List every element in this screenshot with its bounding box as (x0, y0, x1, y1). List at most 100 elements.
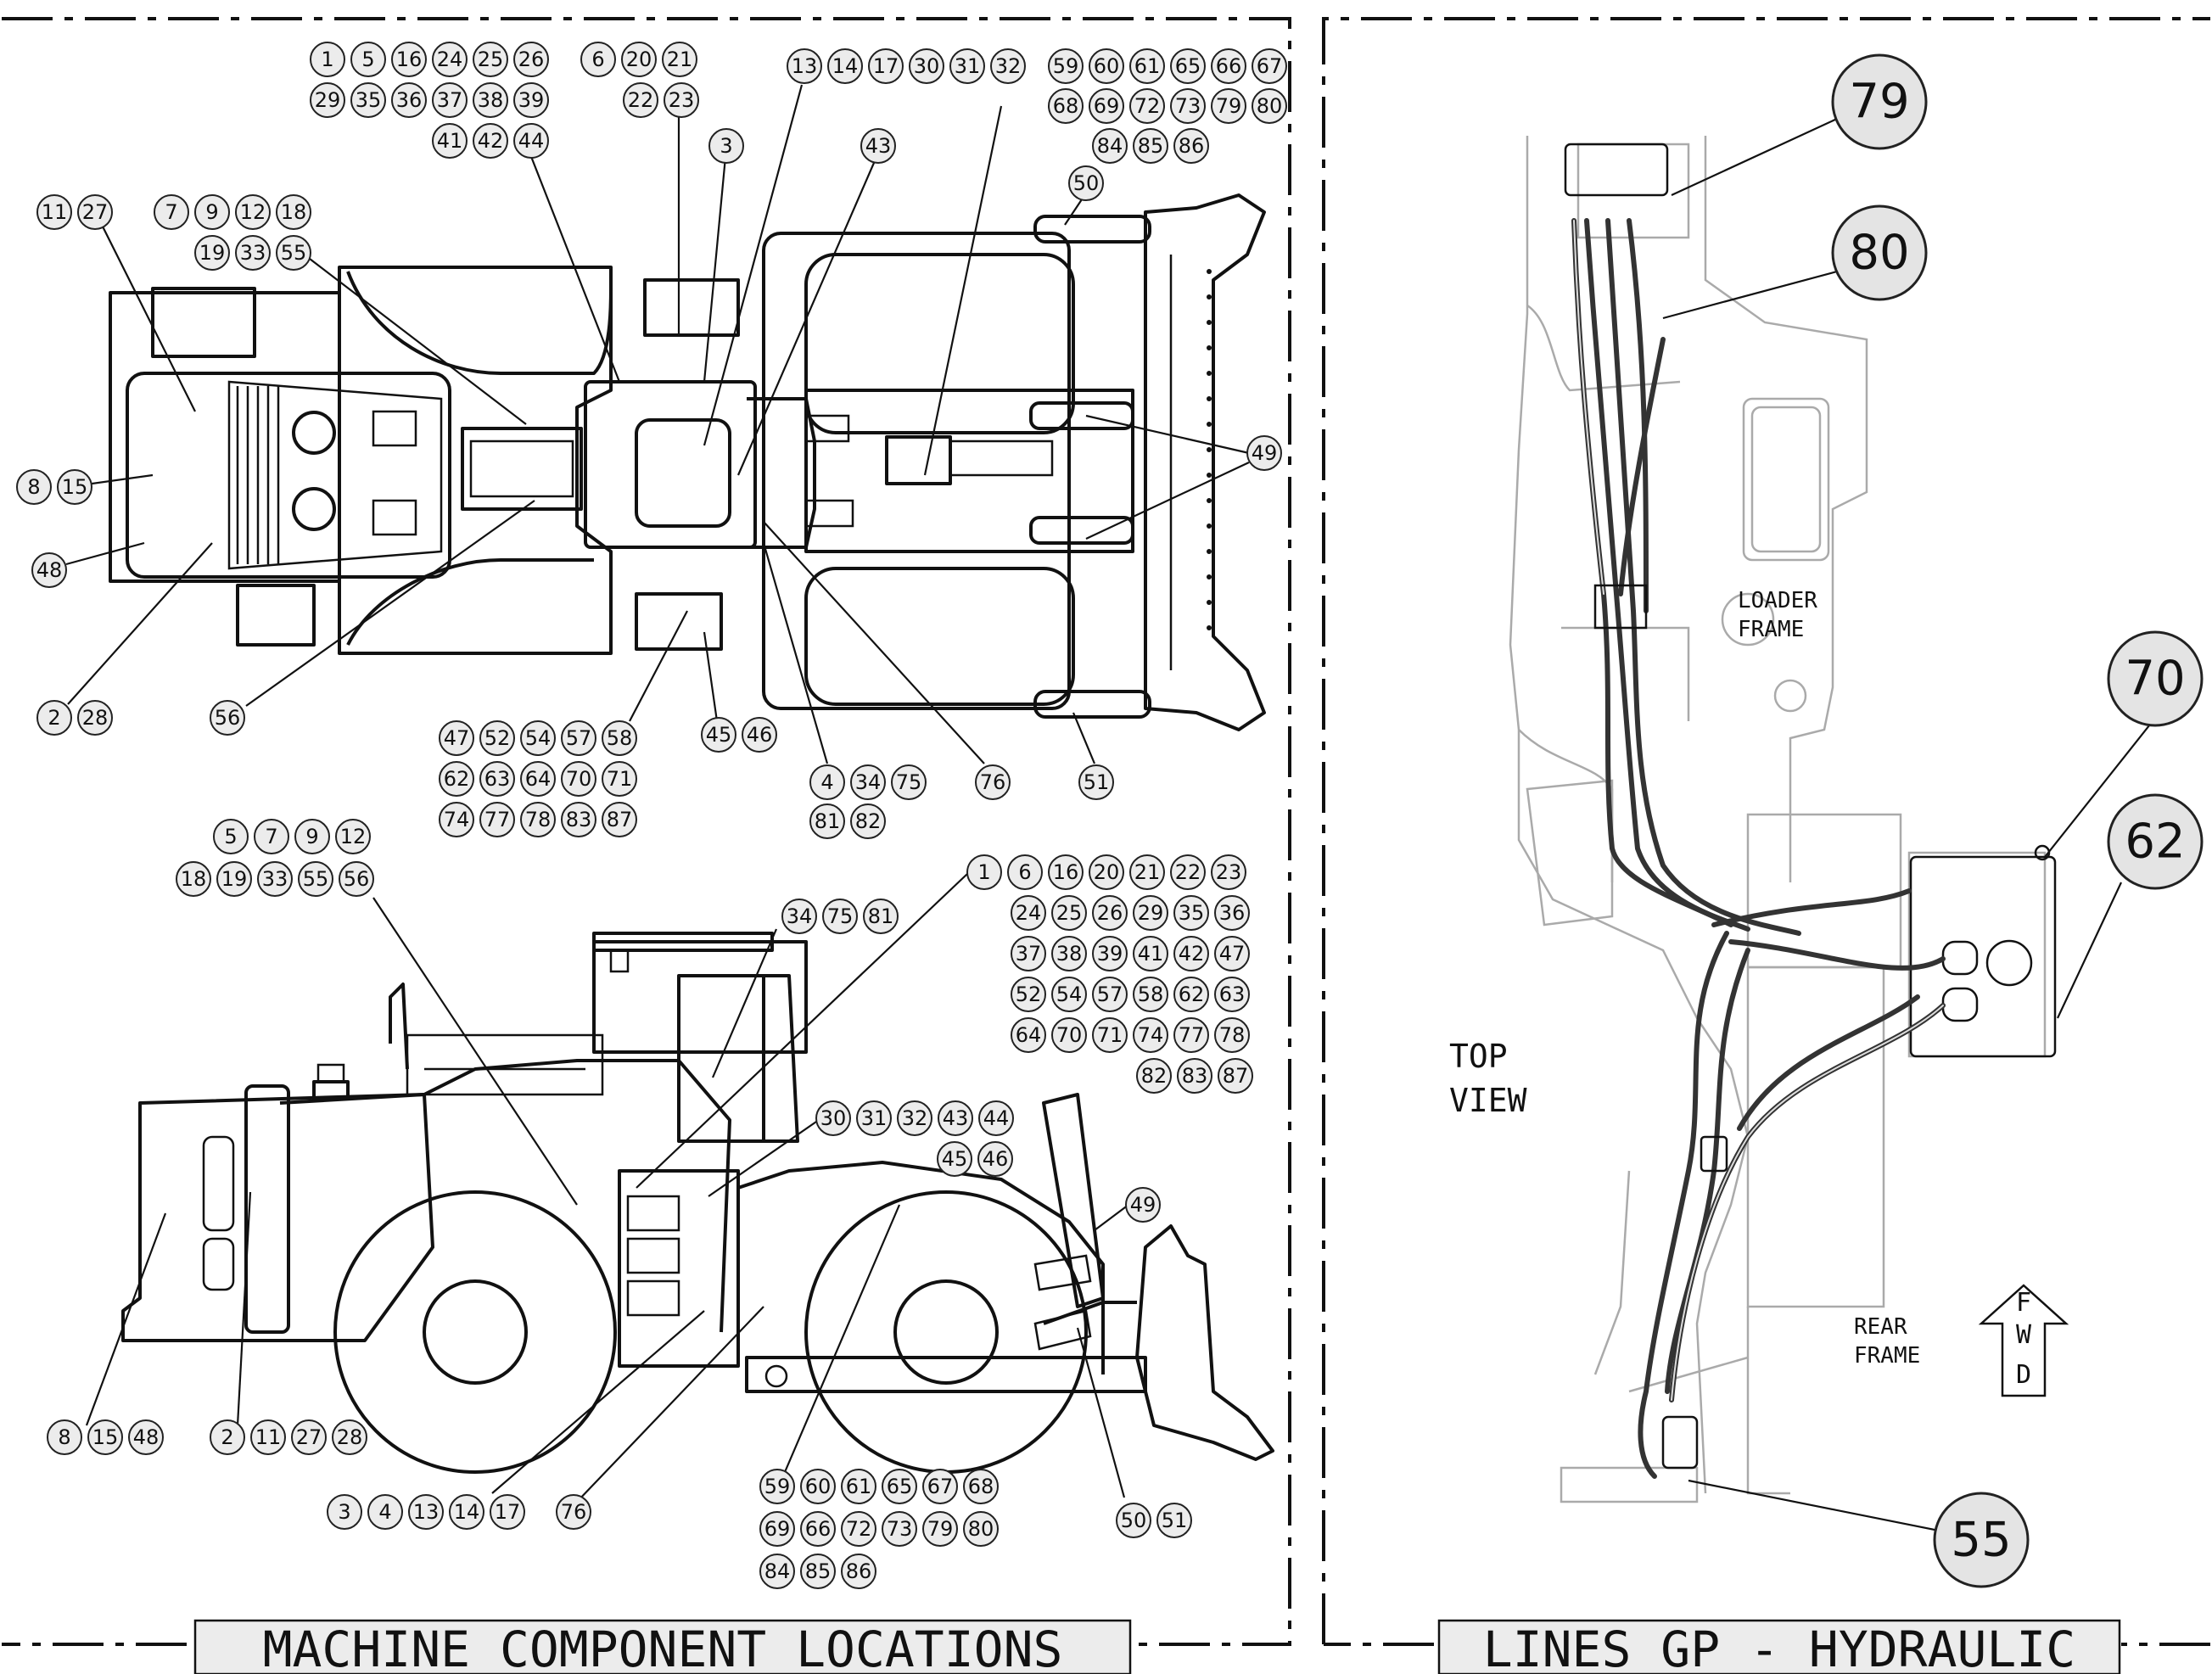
top-callout-18: 18 (276, 194, 311, 230)
hydraulic-callout-label: 79 (1849, 75, 1909, 130)
side-callout-label: 56 (344, 867, 370, 891)
top-callout-label: 11 (42, 200, 68, 224)
top-callout-label: 43 (865, 134, 892, 158)
top-callout-label: 33 (240, 241, 266, 265)
side-callout-63: 63 (1214, 977, 1250, 1012)
side-callout-label: 49 (1130, 1193, 1156, 1217)
side-callout-68: 68 (963, 1469, 999, 1504)
top-callout-label: 77 (484, 808, 511, 831)
top-callout-72: 72 (1129, 88, 1165, 124)
top-callout-63: 63 (479, 761, 515, 797)
side-callout-label: 51 (1162, 1509, 1188, 1532)
top-callout-label: 16 (396, 48, 423, 71)
top-callout-label: 52 (484, 726, 511, 750)
top-callout-label: 86 (1179, 134, 1205, 158)
left-panel-border (2, 17, 1291, 1646)
top-callout-59: 59 (1048, 48, 1084, 84)
side-callout-label: 30 (820, 1106, 847, 1130)
top-callout-54: 54 (520, 720, 556, 756)
side-callout-45: 45 (937, 1141, 972, 1177)
top-callout-16: 16 (391, 42, 427, 77)
top-callout-7: 7 (154, 194, 189, 230)
side-callout-51: 51 (1156, 1503, 1192, 1538)
top-callout-label: 31 (955, 54, 981, 78)
top-callout-57: 57 (561, 720, 596, 756)
side-callout-label: 27 (296, 1425, 322, 1449)
side-callout-label: 25 (1056, 901, 1083, 925)
top-callout-3: 3 (708, 128, 744, 164)
side-callout-25: 25 (1051, 895, 1087, 931)
side-callout-74: 74 (1133, 1017, 1168, 1053)
side-callout-64: 64 (1011, 1017, 1046, 1053)
hydraulic-callout-70: 70 (2107, 630, 2204, 727)
top-callout-label: 37 (437, 88, 463, 112)
side-callout-70: 70 (1051, 1017, 1087, 1053)
machine-side-view (121, 932, 1274, 1474)
side-callout-label: 41 (1138, 942, 1164, 966)
side-callout-5: 5 (213, 819, 249, 854)
side-callout-label: 57 (1097, 983, 1123, 1006)
side-callout-27: 27 (291, 1419, 327, 1455)
top-callout-label: 42 (478, 129, 504, 153)
top-callout-58: 58 (602, 720, 637, 756)
side-callout-label: 78 (1219, 1023, 1246, 1047)
side-callout-76: 76 (556, 1494, 591, 1530)
top-callout-83: 83 (561, 802, 596, 837)
side-callout-label: 72 (846, 1517, 872, 1541)
side-callout-label: 33 (262, 867, 288, 891)
top-callout-76: 76 (975, 764, 1011, 800)
top-callout-12: 12 (235, 194, 271, 230)
side-callout-label: 2 (221, 1425, 233, 1449)
top-callout-84: 84 (1092, 128, 1128, 164)
side-callout-86: 86 (841, 1554, 876, 1589)
side-callout-58: 58 (1133, 977, 1168, 1012)
side-callout-label: 64 (1016, 1023, 1042, 1047)
side-callout-label: 44 (983, 1106, 1010, 1130)
side-callout-16: 16 (1048, 854, 1084, 890)
top-callout-label: 75 (896, 770, 922, 794)
side-callout-label: 3 (338, 1500, 350, 1524)
top-callout-label: 61 (1134, 54, 1161, 78)
side-callout-87: 87 (1218, 1058, 1253, 1094)
top-callout-label: 29 (315, 88, 341, 112)
side-callout-label: 75 (827, 904, 854, 928)
side-callout-44: 44 (978, 1100, 1014, 1136)
side-callout-81: 81 (863, 899, 899, 934)
side-callout-label: 86 (846, 1559, 872, 1583)
top-callout-label: 58 (607, 726, 633, 750)
side-callout-69: 69 (759, 1511, 795, 1547)
side-callout-label: 4 (378, 1500, 391, 1524)
side-callout-label: 83 (1182, 1064, 1208, 1088)
side-callout-label: 73 (887, 1517, 913, 1541)
side-callout-49: 49 (1125, 1187, 1161, 1223)
side-callout-label: 63 (1219, 983, 1246, 1006)
top-callout-67: 67 (1252, 48, 1287, 84)
top-callout-label: 48 (36, 558, 63, 582)
side-callout-label: 26 (1097, 901, 1123, 925)
side-callout-21: 21 (1129, 854, 1165, 890)
top-callout-26: 26 (513, 42, 549, 77)
top-callout-label: 12 (240, 200, 266, 224)
rear-frame-line-1: REAR (1854, 1314, 1907, 1340)
side-callout-37: 37 (1011, 936, 1046, 971)
side-callout-label: 24 (1016, 901, 1042, 925)
top-callout-label: 83 (566, 808, 592, 831)
side-callout-50: 50 (1116, 1503, 1151, 1538)
hydraulic-callout-label: 70 (2125, 652, 2185, 707)
top-callout-17: 17 (868, 48, 904, 84)
top-callout-label: 62 (444, 767, 470, 791)
top-callout-44: 44 (513, 123, 549, 159)
loader-frame-line-2: FRAME (1738, 617, 1804, 642)
top-callout-62: 62 (439, 761, 474, 797)
top-callout-22: 22 (623, 82, 658, 118)
top-callout-label: 84 (1097, 134, 1123, 158)
top-callout-label: 70 (566, 767, 592, 791)
side-callout-label: 58 (1138, 983, 1164, 1006)
top-callout-label: 59 (1053, 54, 1079, 78)
side-callout-label: 59 (764, 1475, 791, 1498)
top-callout-35: 35 (350, 82, 386, 118)
top-callout-15: 15 (57, 469, 92, 505)
top-callout-label: 35 (356, 88, 382, 112)
side-callout-67: 67 (922, 1469, 958, 1504)
